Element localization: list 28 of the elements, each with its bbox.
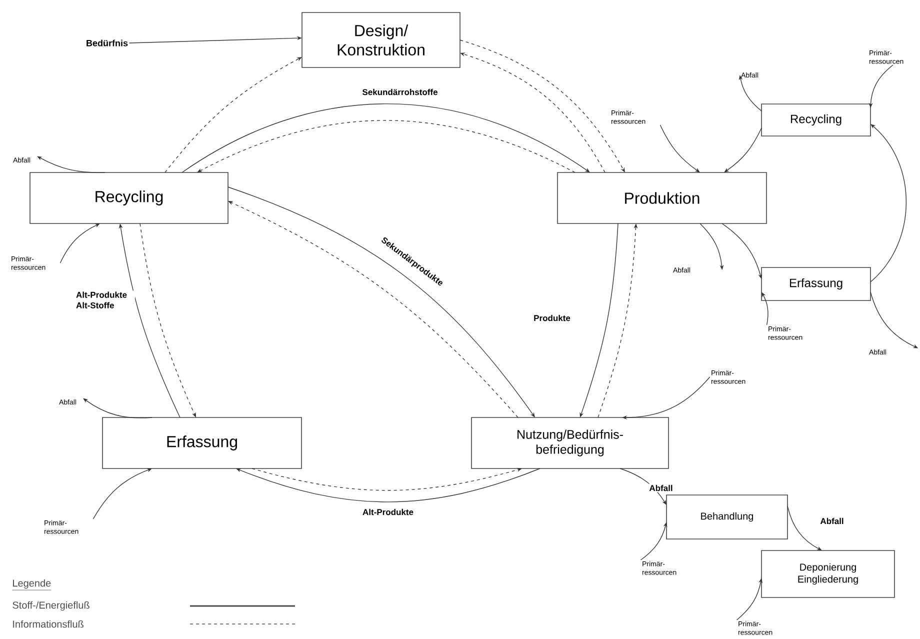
- process-box: Produktion: [557, 172, 767, 224]
- legend-text: Informationsfluß: [13, 620, 84, 628]
- arrow: [182, 103, 590, 173]
- process-box: Erfassung: [761, 267, 871, 301]
- process-box: Nutzung/Bedürfnis- befriedigung: [471, 417, 669, 469]
- edge-label: Alt-Produkte: [362, 508, 414, 516]
- arrow: [762, 292, 768, 326]
- legend-title: Legende: [12, 579, 52, 590]
- arrow: [660, 124, 700, 172]
- flow-label: Bedürfnis: [86, 40, 128, 46]
- edge-label: Abfall: [819, 516, 845, 526]
- process-box: Recycling: [761, 104, 871, 136]
- process-box: Erfassung: [102, 417, 302, 469]
- arrow: [724, 128, 762, 172]
- process-box: Recycling: [30, 172, 228, 224]
- process-box: Behandlung: [666, 494, 788, 540]
- arrow: [164, 57, 302, 173]
- arrow: [460, 40, 625, 172]
- edge-label: Produkte: [532, 314, 572, 322]
- legend-text: Stoff-/Energiefluß: [12, 601, 90, 611]
- process-box: Design/ Konstruktion: [302, 12, 460, 68]
- edge-label: Sekundärrohstoffe: [361, 88, 439, 96]
- edge-label: Abfall: [648, 484, 674, 492]
- arrow: [787, 506, 822, 550]
- arrow: [870, 124, 907, 282]
- edge-label: Alt-Produkte Alt-Stoffe: [75, 290, 135, 310]
- arrow: [83, 398, 152, 418]
- process-box: Deponierung Eingliederung: [761, 550, 895, 598]
